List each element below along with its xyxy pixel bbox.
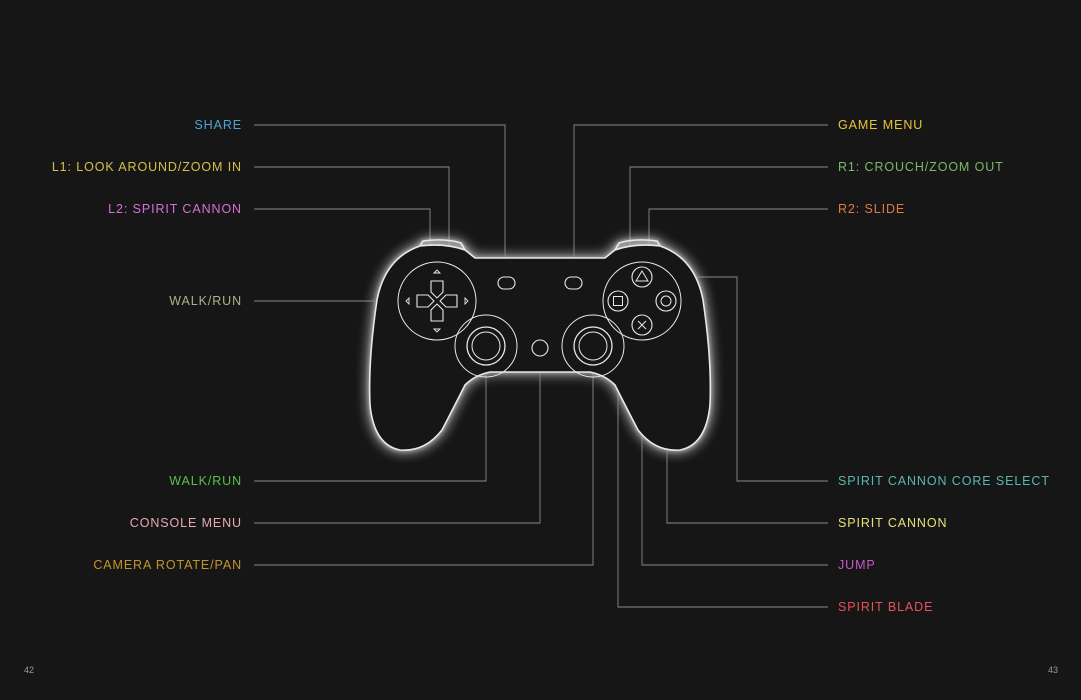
leader-r1: [630, 167, 828, 246]
label-console-menu: CONSOLE MENU: [2, 516, 242, 530]
label-triangle: SPIRIT CANNON CORE SELECT: [838, 474, 1050, 488]
label-cross: JUMP: [838, 558, 876, 572]
label-r2: R2: SLIDE: [838, 202, 905, 216]
label-right-stick: CAMERA ROTATE/PAN: [2, 558, 242, 572]
leader-r2: [649, 209, 828, 246]
label-l1: L1: LOOK AROUND/ZOOM IN: [2, 160, 242, 174]
label-circle: SPIRIT CANNON: [838, 516, 947, 530]
label-options: GAME MENU: [838, 118, 923, 132]
label-r1: R1: CROUCH/ZOOM OUT: [838, 160, 1004, 174]
leader-l2: [254, 209, 430, 246]
label-square: SPIRIT BLADE: [838, 600, 933, 614]
leader-options: [574, 125, 828, 270]
label-share: SHARE: [2, 118, 242, 132]
page-number-right: 43: [1048, 665, 1058, 675]
leader-share: [254, 125, 505, 270]
label-dpad: WALK/RUN: [2, 294, 242, 308]
leader-l1: [254, 167, 449, 246]
label-left-stick: WALK/RUN: [2, 474, 242, 488]
label-l2: L2: SPIRIT CANNON: [2, 202, 242, 216]
page-number-left: 42: [24, 665, 34, 675]
